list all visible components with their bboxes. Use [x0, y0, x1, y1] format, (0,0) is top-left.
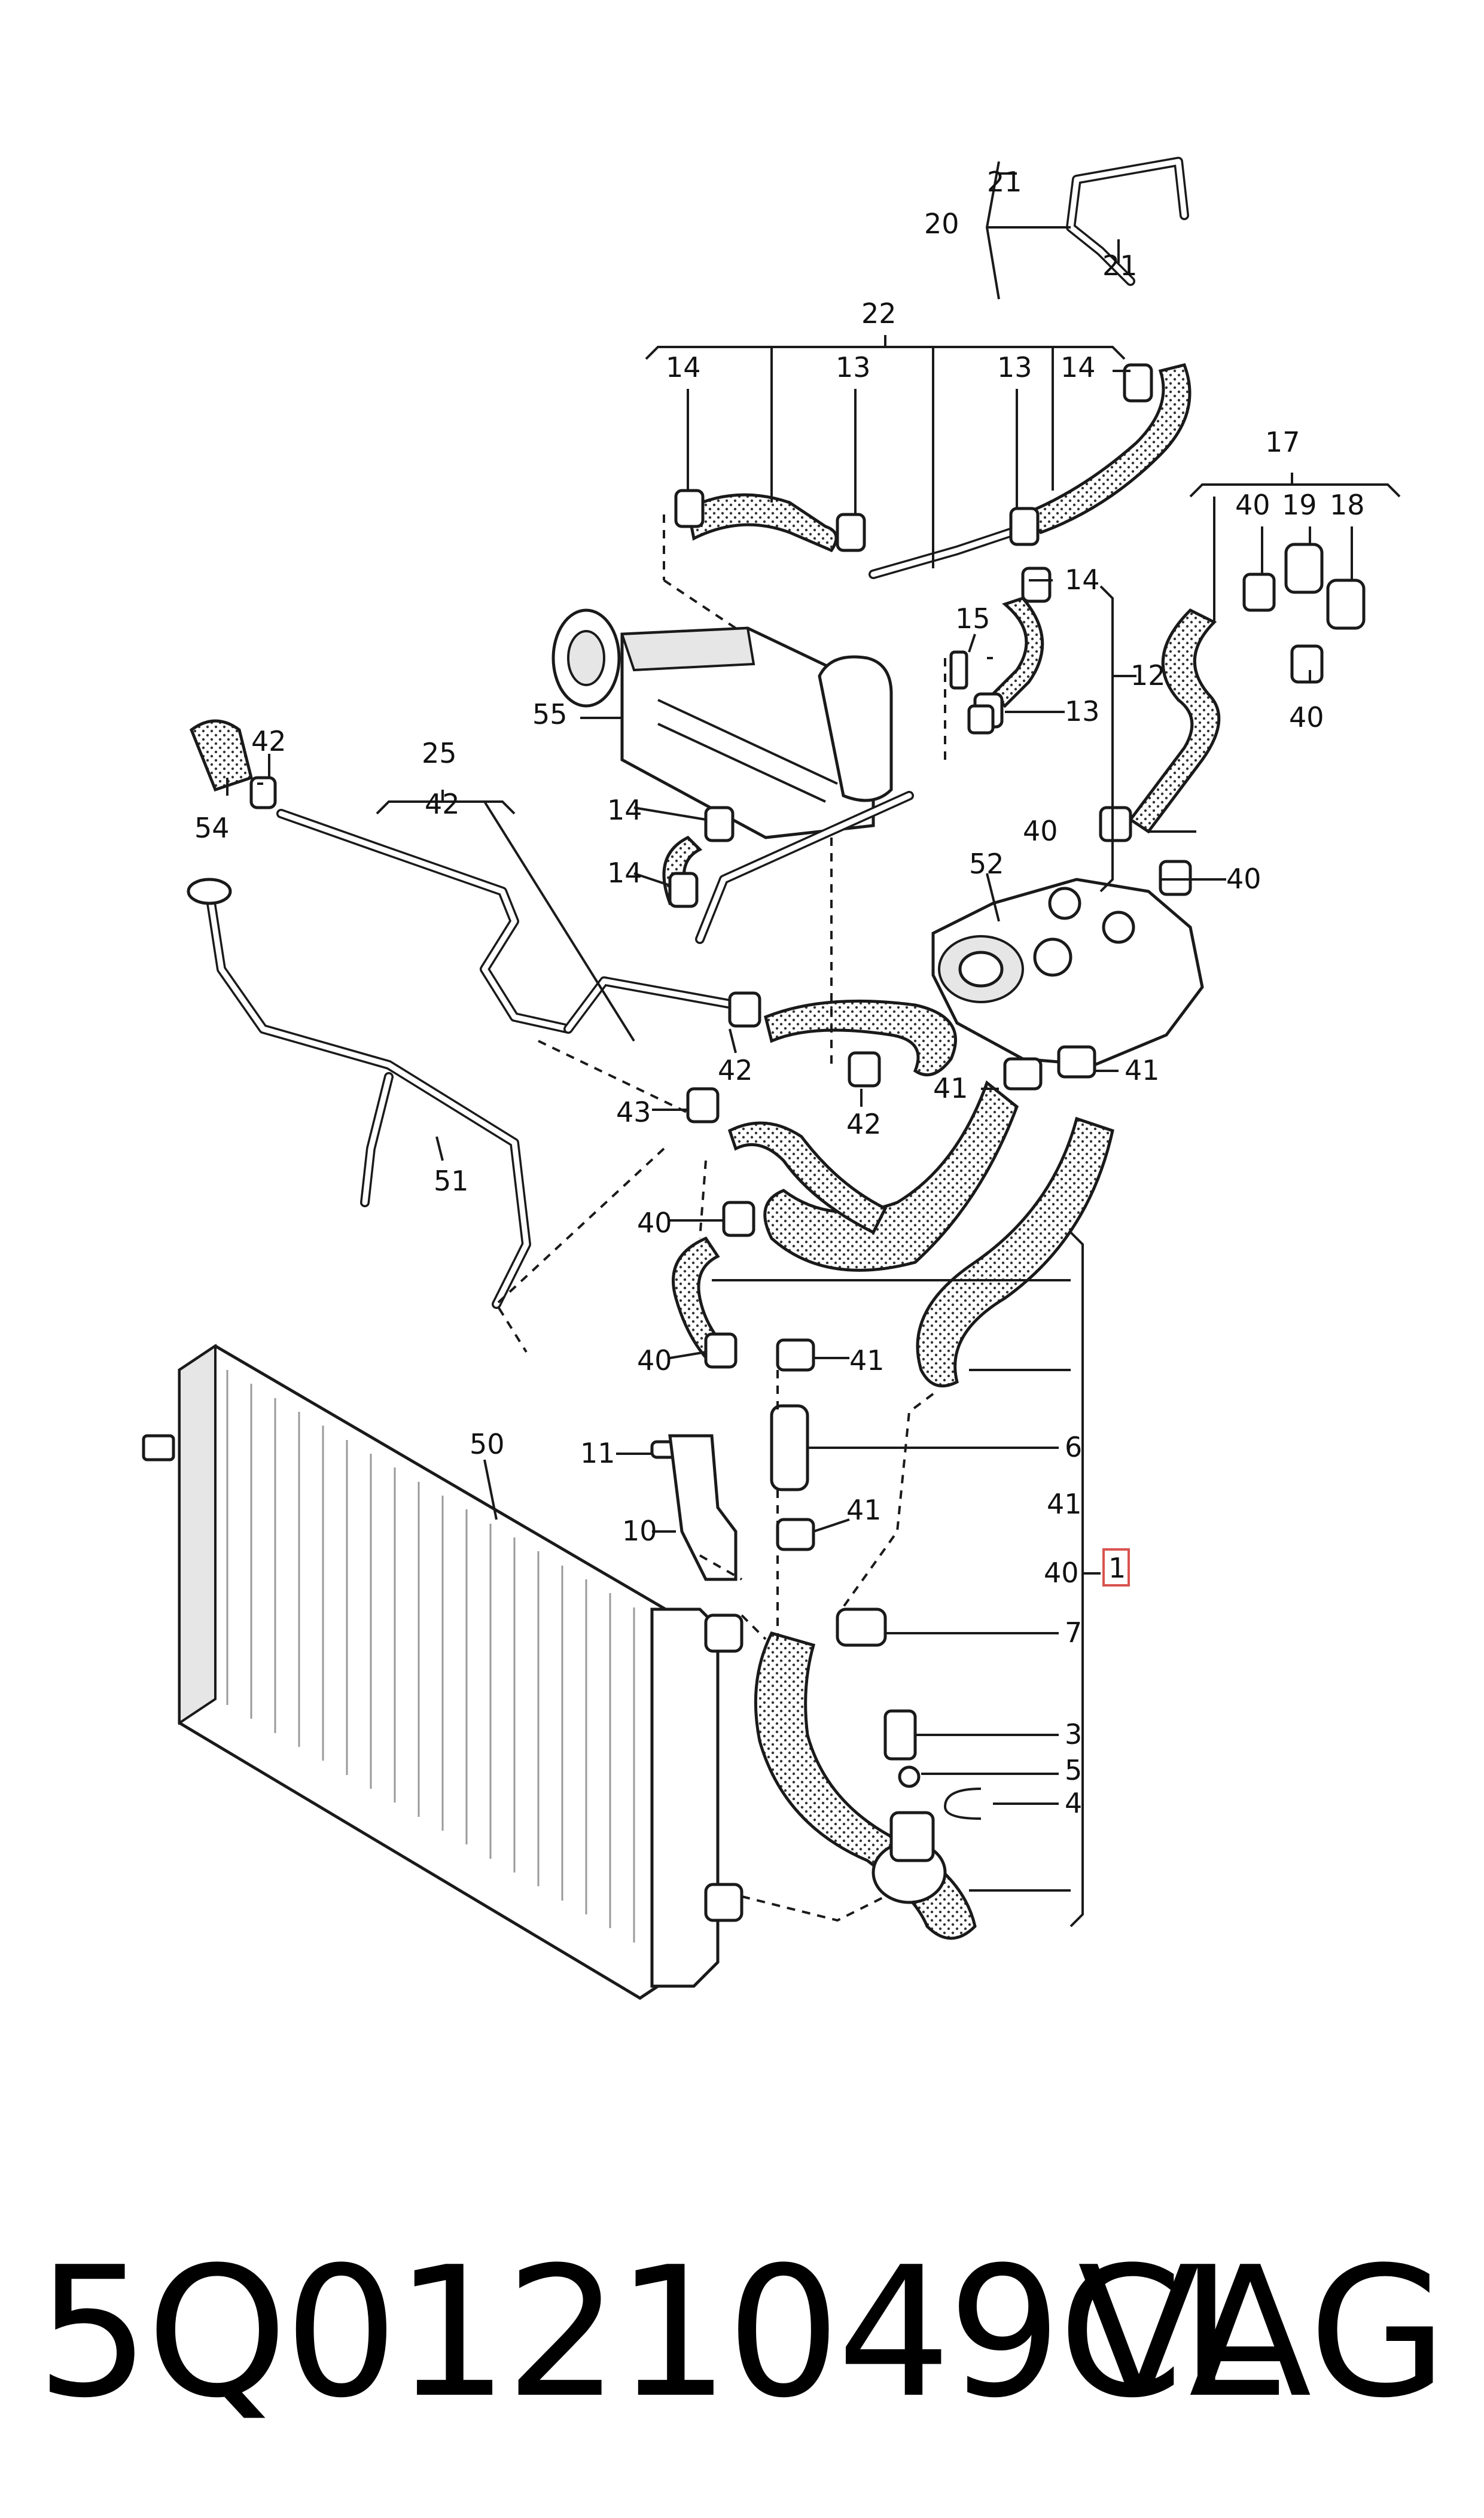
- label-21-bottom: 21: [1102, 249, 1138, 282]
- label-40-a: 40: [1235, 489, 1270, 521]
- label-20: 20: [924, 208, 959, 240]
- label-13-b: 13: [997, 351, 1032, 383]
- label-14-c: 14: [1065, 564, 1100, 596]
- label-52: 52: [969, 848, 1004, 880]
- callout-labels: 21 20 21 22 14 13 13 14 17 40 19 18 14 1…: [194, 166, 1365, 1819]
- label-10: 10: [622, 1515, 657, 1547]
- label-12: 12: [1130, 659, 1166, 692]
- label-42-b: 42: [425, 788, 460, 820]
- label-42-d: 42: [846, 1108, 882, 1140]
- label-51: 51: [434, 1165, 469, 1197]
- brand-name: VAG: [1077, 2228, 1448, 2437]
- label-22: 22: [861, 297, 897, 330]
- label-41-d: 41: [1047, 1488, 1082, 1520]
- label-21-top: 21: [987, 166, 1022, 198]
- part-number-footer: 5Q0121049CL VAG: [36, 2225, 1448, 2441]
- intercooler: [551, 608, 893, 839]
- label-40-g: 40: [1044, 1557, 1079, 1589]
- exploded-parts-diagram: 21 20 21 22 14 13 13 14 17 40 19 18 14 1…: [142, 157, 1401, 2000]
- label-15: 15: [955, 602, 991, 635]
- label-40-e: 40: [637, 1207, 672, 1239]
- part-number: 5Q0121049CL: [36, 2228, 1280, 2437]
- label-43: 43: [616, 1096, 651, 1128]
- label-40-c: 40: [1023, 815, 1058, 847]
- label-3: 3: [1065, 1718, 1082, 1750]
- label-42-a: 42: [251, 725, 287, 757]
- label-7: 7: [1065, 1616, 1082, 1649]
- label-13-a: 13: [836, 351, 871, 383]
- label-6: 6: [1065, 1431, 1082, 1463]
- label-55: 55: [532, 698, 568, 730]
- label-42-c: 42: [718, 1054, 753, 1086]
- label-14-a: 14: [666, 351, 701, 383]
- label-40-f: 40: [637, 1344, 672, 1377]
- label-40-d: 40: [1226, 863, 1261, 895]
- label-40-b: 40: [1289, 701, 1324, 733]
- dashed-lines: [495, 514, 946, 1922]
- label-5: 5: [1065, 1754, 1082, 1786]
- coolant-hoses: [662, 363, 1221, 1940]
- coolant-pipes: [205, 157, 1189, 1309]
- label-4: 4: [1065, 1787, 1082, 1819]
- label-14-e: 14: [607, 857, 642, 889]
- label-25: 25: [422, 737, 457, 769]
- label-1: 1: [1108, 1552, 1126, 1584]
- label-14-d: 14: [607, 794, 642, 826]
- label-50: 50: [470, 1428, 505, 1460]
- label-14-b: 14: [1061, 351, 1096, 383]
- label-11: 11: [580, 1437, 615, 1469]
- label-41-c: 41: [849, 1344, 885, 1377]
- radiator: [142, 1344, 743, 2000]
- label-54: 54: [194, 812, 230, 844]
- label-13-c: 13: [1065, 695, 1100, 727]
- highlight-box: [1102, 1548, 1130, 1587]
- label-17: 17: [1265, 426, 1300, 458]
- hose-clamps: [187, 363, 1366, 1904]
- label-19: 19: [1282, 489, 1317, 521]
- label-41-e: 41: [846, 1494, 882, 1526]
- label-41-b: 41: [1125, 1054, 1160, 1086]
- coolant-pump-housing: [931, 878, 1204, 1067]
- label-18: 18: [1330, 489, 1365, 521]
- label-41-a: 41: [933, 1072, 968, 1104]
- leader-lines: [226, 161, 1401, 1928]
